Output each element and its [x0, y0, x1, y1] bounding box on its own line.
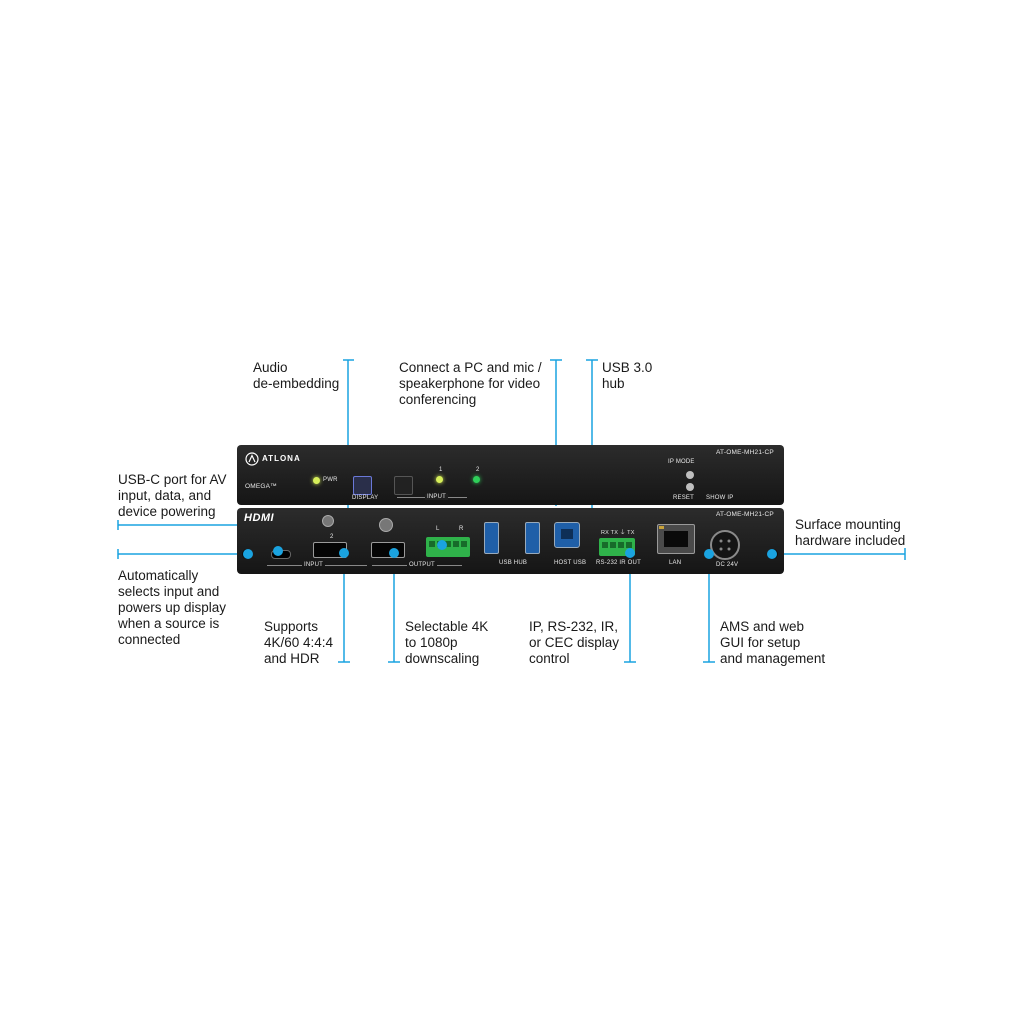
host-usb-inner [561, 529, 573, 539]
callout-audio: Audio de-embedding [253, 360, 339, 392]
output-screw [379, 518, 393, 532]
atlona-logo-icon [245, 452, 259, 466]
callout-ams: AMS and web GUI for setup and management [720, 619, 825, 667]
callout-control-line: or CEC display [529, 635, 620, 650]
callout-audio-line: de-embedding [253, 376, 340, 391]
power-led [313, 477, 320, 484]
callout-usb-hub: USB 3.0 hub [602, 360, 652, 392]
input-2-label: 2 [476, 467, 480, 473]
callout-pc-mic: Connect a PC and mic / speakerphone for … [399, 360, 542, 408]
rx-tx-label: RX TX ⏚ TX [601, 530, 635, 536]
input-1-led [436, 476, 443, 483]
brand-name: ATLONA [262, 454, 301, 463]
host-usb-port[interactable] [554, 522, 580, 548]
callout-auto: Automatically selects input and powers u… [118, 568, 226, 648]
host-usb-label: HOST USB [554, 560, 587, 566]
surface-dot [767, 549, 777, 559]
dc-power-port[interactable] [710, 530, 740, 560]
input-2-led [473, 476, 480, 483]
selectable-dot [389, 548, 399, 558]
callout-usbc-line: device powering [118, 504, 216, 519]
usbc-dot [273, 546, 283, 556]
lan-port[interactable] [657, 524, 695, 554]
callout-ams-line: AMS and web [720, 619, 805, 634]
reset-button[interactable] [686, 483, 694, 491]
dc-label: DC 24V [716, 562, 739, 568]
callout-pc-line: Connect a PC and mic / [399, 360, 542, 375]
lan-led [659, 526, 664, 529]
input-screw [322, 515, 334, 527]
callout-supports-line: and HDR [264, 651, 320, 666]
rs232-screws-icon [602, 542, 632, 548]
usb-hub-label: USB HUB [499, 560, 528, 566]
supports-dot [339, 548, 349, 558]
callout-auto-line: Automatically [118, 568, 199, 583]
callout-control-line: IP, RS-232, IR, [529, 619, 619, 634]
rear-model-label: AT-OME-MH21-CP [716, 511, 774, 518]
callout-pc-line: conferencing [399, 392, 477, 407]
audio-dot [437, 540, 447, 550]
callout-surface: Surface mounting hardware included [795, 517, 905, 549]
audio-r-label: R [459, 526, 464, 532]
callout-usbc-line: input, data, and [118, 488, 212, 503]
callout-supports: Supports 4K/60 4:4:4 and HDR [264, 619, 333, 667]
audio-terminal-block[interactable] [426, 537, 470, 557]
surface-callout-line [772, 548, 906, 560]
callout-usbc-line: USB-C port for AV [118, 472, 227, 487]
rs232-ir-label: RS-232 IR OUT [596, 560, 641, 566]
terminal-screws-icon [429, 541, 467, 547]
lan-socket [664, 531, 688, 547]
callout-selectable: Selectable 4K to 1080p downscaling [405, 619, 488, 667]
callout-surface-line: Surface mounting [795, 517, 901, 532]
ip-mode-button[interactable] [686, 471, 694, 479]
front-panel: ATLONA AT-OME-MH21-CP OMEGA™ PWR DISPLAY… [237, 445, 784, 505]
ams-dot [704, 549, 714, 559]
show-ip-label: SHOW IP [706, 495, 734, 501]
callout-ams-line: and management [720, 651, 826, 666]
callout-auto-line: when a source is [118, 616, 220, 631]
lan-label: LAN [669, 560, 682, 566]
display-label: DISPLAY [352, 495, 379, 501]
callout-auto-line: selects input and [118, 584, 220, 599]
callout-supports-line: Supports [264, 619, 319, 634]
usb-hub-port-2[interactable] [525, 522, 540, 554]
callout-usb-line: hub [602, 376, 625, 391]
callout-audio-line: Audio [253, 360, 288, 375]
input-label: INPUT [425, 494, 448, 500]
callout-selectable-line: Selectable 4K [405, 619, 489, 634]
auto-dot [243, 549, 253, 559]
callout-auto-line: powers up display [118, 600, 227, 615]
audio-l-label: L [436, 526, 440, 532]
display-button[interactable] [353, 476, 372, 495]
callout-control-line: control [529, 651, 570, 666]
callout-usb-line: USB 3.0 [602, 360, 653, 375]
callout-auto-line: connected [118, 632, 181, 647]
pwr-label: PWR [323, 477, 338, 483]
callout-surface-line: hardware included [795, 533, 906, 548]
callout-selectable-line: downscaling [405, 651, 480, 666]
hdmi-output-port[interactable] [371, 542, 405, 558]
input-1-label: 1 [439, 467, 443, 473]
callout-usbc: USB-C port for AV input, data, and devic… [118, 472, 227, 520]
callout-selectable-line: to 1080p [405, 635, 458, 650]
auto-callout-line [117, 549, 248, 559]
callout-supports-line: 4K/60 4:4:4 [264, 635, 334, 650]
series-label: OMEGA™ [245, 483, 277, 490]
ip-mode-label: IP MODE [668, 459, 695, 465]
callout-control: IP, RS-232, IR, or CEC display control [529, 619, 619, 667]
hdmi-logo: HDMI [244, 512, 275, 524]
input-button[interactable] [394, 476, 413, 495]
front-model-label: AT-OME-MH21-CP [716, 449, 774, 456]
control-dot [625, 548, 635, 558]
callout-ams-line: GUI for setup [720, 635, 801, 650]
output-label: OUTPUT [407, 562, 437, 568]
usb-hub-port-1[interactable] [484, 522, 499, 554]
rear-panel: HDMI AT-OME-MH21-CP 2 INPUT OUTPUT L R U… [237, 508, 784, 574]
rear-input-label: INPUT [302, 562, 325, 568]
input-2-number: 2 [330, 534, 334, 540]
dc-pins-icon [719, 539, 731, 551]
callout-pc-line: speakerphone for video [399, 376, 541, 391]
reset-label: RESET [673, 495, 695, 501]
